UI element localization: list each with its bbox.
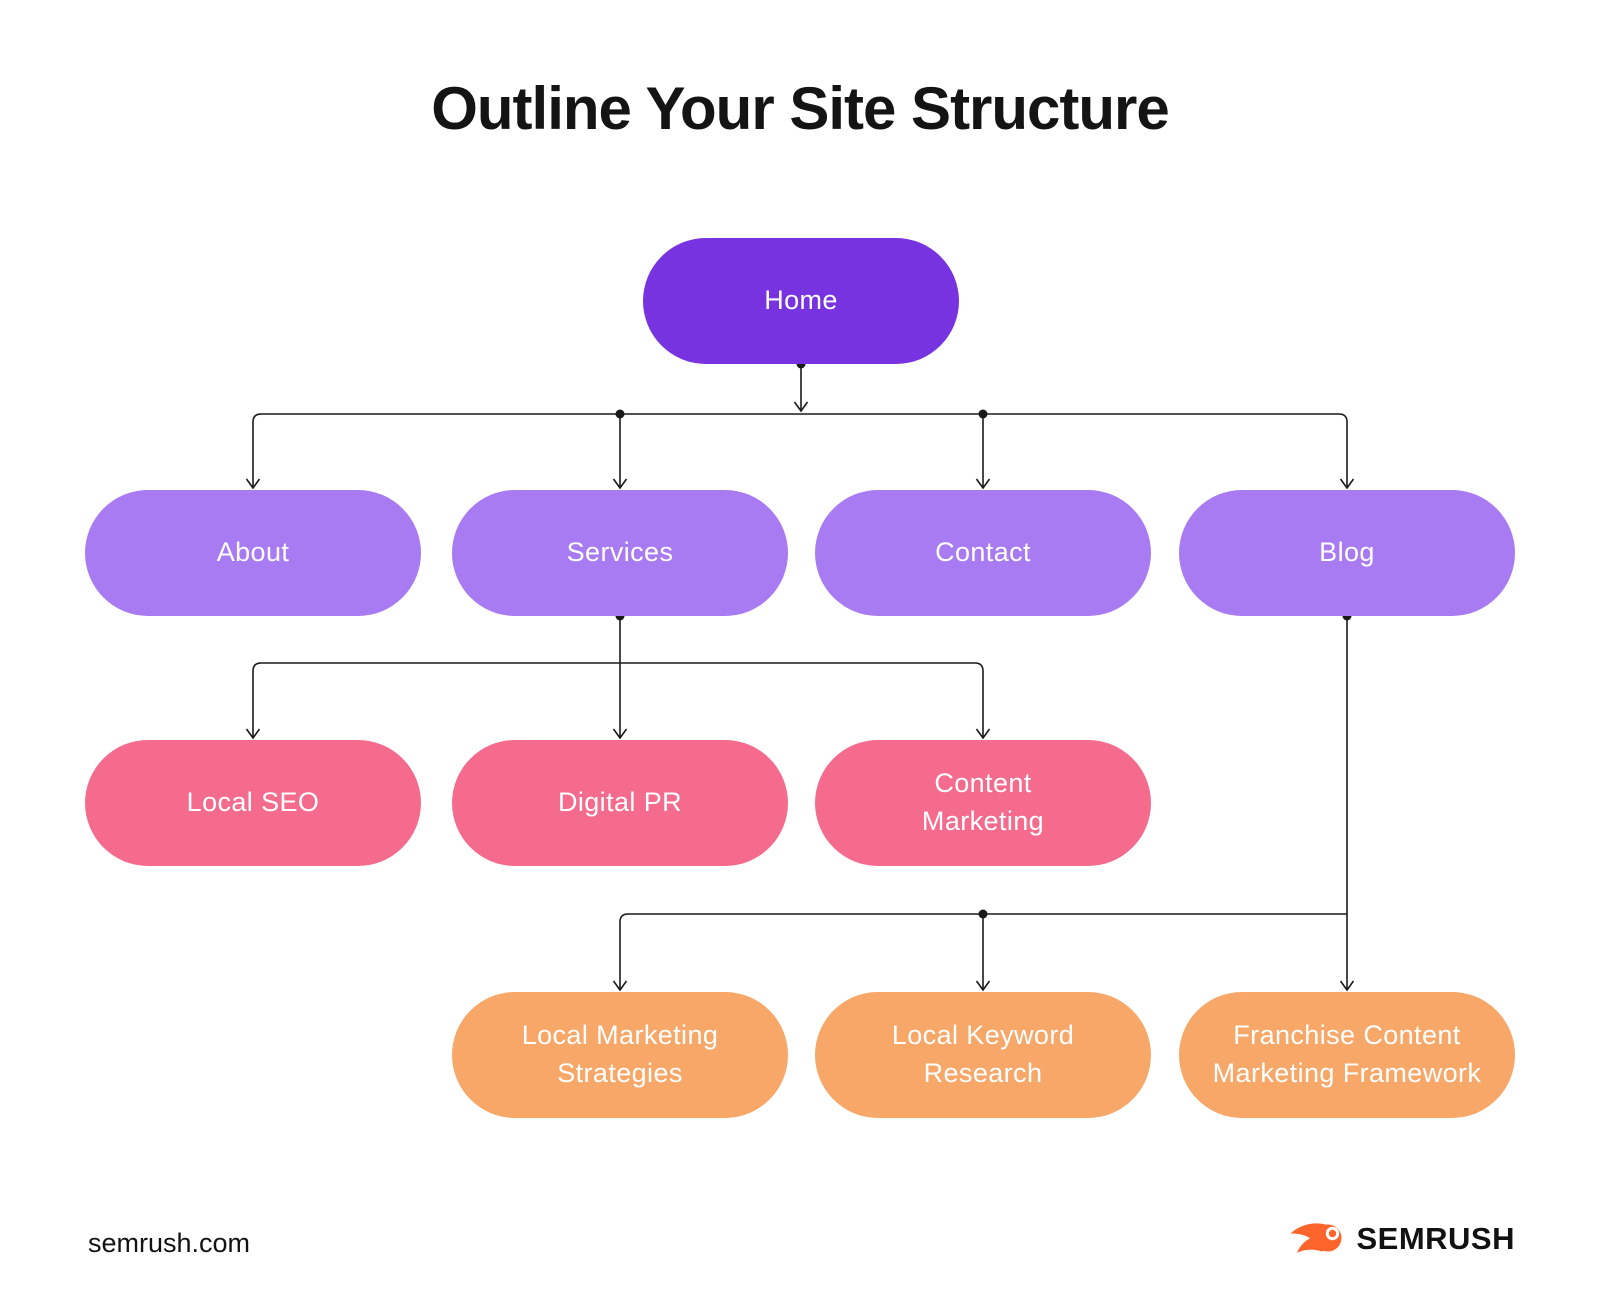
node-digital-pr: Digital PR bbox=[452, 740, 788, 866]
junction-dot-level4 bbox=[978, 909, 988, 919]
node-contact: Contact bbox=[815, 490, 1151, 616]
edges bbox=[245, 364, 1355, 992]
node-local-keyword-research: Local Keyword Research bbox=[815, 992, 1151, 1118]
edge-level3-spine bbox=[252, 662, 984, 672]
node-franchise-content-marketing-framework: Franchise Content Marketing Framework bbox=[1179, 992, 1515, 1118]
node-about-label: About bbox=[216, 537, 290, 568]
node-local-marketing-strategies-label: Local Marketing Strategies bbox=[521, 1020, 719, 1088]
node-blog-label: Blog bbox=[1319, 537, 1375, 568]
junction-dot-contact-top bbox=[978, 409, 988, 419]
page-title: Outline Your Site Structure bbox=[431, 75, 1170, 142]
node-about: About bbox=[85, 490, 421, 616]
node-local-seo-label: Local SEO bbox=[186, 787, 320, 818]
node-contact-label: Contact bbox=[935, 537, 1031, 568]
node-local-keyword-research-label: Local Keyword Research bbox=[891, 1020, 1075, 1088]
node-franchise-content-marketing-framework-label: Franchise Content Marketing Framework bbox=[1212, 1020, 1482, 1088]
node-services: Services bbox=[452, 490, 788, 616]
node-content-marketing: Content Marketing bbox=[815, 740, 1151, 866]
node-local-marketing-strategies: Local Marketing Strategies bbox=[452, 992, 788, 1118]
node-content-marketing-label: Content Marketing bbox=[921, 768, 1045, 836]
footer-site-url: semrush.com bbox=[88, 1228, 251, 1258]
semrush-logo: SEMRUSH bbox=[1289, 1220, 1515, 1258]
node-home-label: Home bbox=[764, 285, 838, 316]
node-local-seo: Local SEO bbox=[85, 740, 421, 866]
node-blog: Blog bbox=[1179, 490, 1515, 616]
edge-level2-spine bbox=[252, 413, 1348, 423]
semrush-brand-text: SEMRUSH bbox=[1356, 1221, 1515, 1256]
node-services-label: Services bbox=[566, 537, 674, 568]
junction-dot-services-top bbox=[615, 409, 625, 419]
semrush-flame-icon bbox=[1290, 1223, 1342, 1253]
node-digital-pr-label: Digital PR bbox=[557, 787, 683, 818]
node-home: Home bbox=[643, 238, 959, 364]
edge-level4-spine bbox=[619, 913, 1347, 923]
